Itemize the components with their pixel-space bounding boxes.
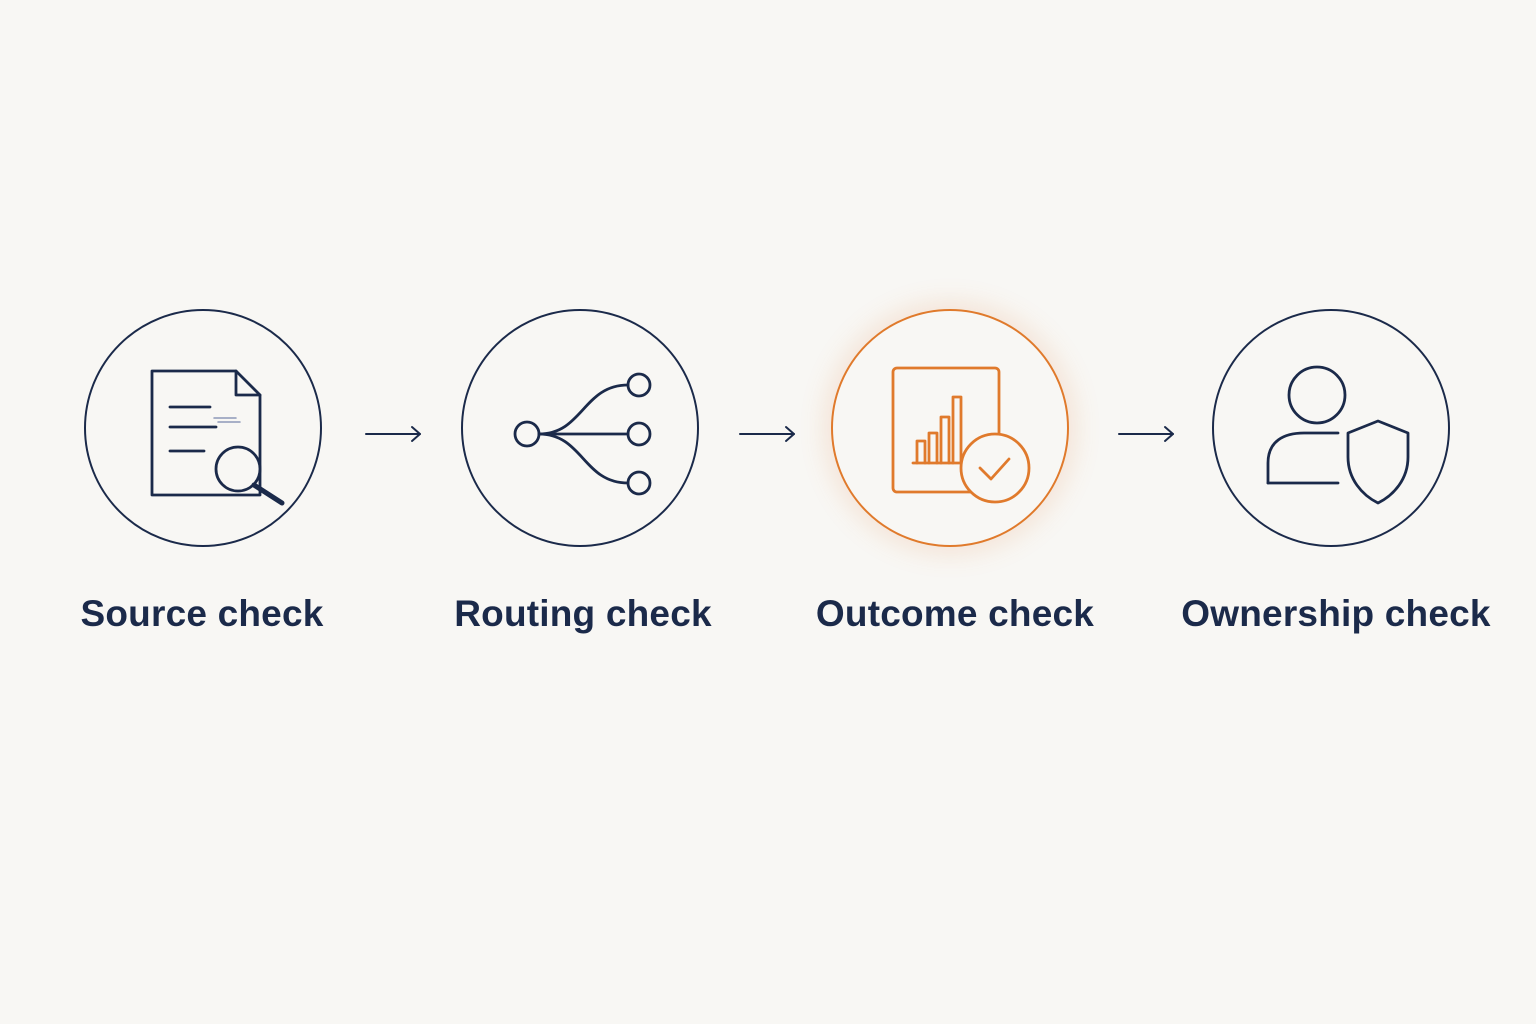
step-circle-active: [831, 309, 1069, 547]
document-search-icon: [150, 369, 285, 506]
arrow-right-icon: [1117, 424, 1177, 444]
step-outcome-check: Outcome check: [755, 309, 1155, 649]
user-shield-icon: [1266, 365, 1410, 505]
step-ownership-check: Ownership check: [1136, 309, 1536, 649]
step-label: Outcome check: [815, 593, 1095, 634]
step-circle: [1212, 309, 1450, 547]
step-circle: [461, 309, 699, 547]
step-label: Ownership check: [1181, 593, 1491, 634]
arrow-right-icon: [738, 424, 798, 444]
branching-nodes-icon: [513, 372, 652, 496]
arrow-right-icon: [364, 424, 424, 444]
step-source-check: Source check: [2, 309, 402, 649]
chart-checkmark-icon: [891, 366, 1031, 504]
step-circle: [84, 309, 322, 547]
step-routing-check: Routing check: [383, 309, 783, 649]
step-label: Source check: [80, 593, 324, 634]
step-label: Routing check: [454, 593, 712, 634]
